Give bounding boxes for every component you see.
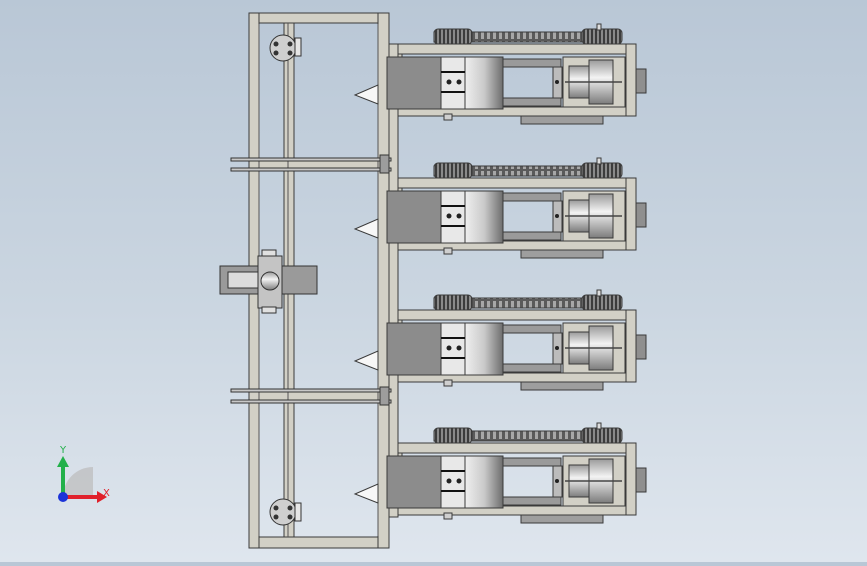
cross-shaft-upper xyxy=(230,154,392,174)
unit-end-bar xyxy=(625,43,637,117)
row-unit-2 xyxy=(353,157,647,259)
sprocket-right xyxy=(581,427,623,444)
shank-plate xyxy=(520,115,604,125)
x-axis-label: X xyxy=(103,488,110,499)
z-axis-dot xyxy=(58,492,68,502)
sprocket-left xyxy=(433,427,473,444)
opener-tine xyxy=(353,483,379,504)
unit-end-bar xyxy=(625,309,637,383)
unit-top-bar xyxy=(397,309,637,321)
side-bolt xyxy=(635,467,647,493)
y-axis-label: Y xyxy=(59,445,67,456)
opener-tine xyxy=(353,84,379,105)
arm-lower xyxy=(502,363,562,373)
sprocket-right xyxy=(581,162,623,179)
side-bolt xyxy=(635,68,647,94)
arm-lower xyxy=(502,496,562,506)
seed-box xyxy=(386,455,443,509)
row-units xyxy=(353,23,647,524)
mount-plate-top xyxy=(269,34,302,62)
shank-plate xyxy=(520,249,604,259)
hitch-bracket xyxy=(219,249,318,314)
arm-lower xyxy=(502,97,562,107)
mount-plate-bottom xyxy=(269,498,302,526)
arm-upper xyxy=(502,192,562,202)
arm-upper xyxy=(502,58,562,68)
unit-top-bar xyxy=(397,43,637,55)
row-unit-1 xyxy=(353,23,647,125)
unit-top-bar xyxy=(397,177,637,189)
row-unit-3 xyxy=(353,289,647,391)
unit-end-bar xyxy=(625,442,637,516)
seed-box xyxy=(386,56,443,110)
side-bolt xyxy=(635,334,647,360)
sprocket-left xyxy=(433,294,473,311)
shank-plate xyxy=(520,381,604,391)
side-bolt xyxy=(635,202,647,228)
arm-upper xyxy=(502,324,562,334)
opener-tine xyxy=(353,218,379,239)
seed-box xyxy=(386,322,443,376)
cross-shaft-lower xyxy=(230,386,392,406)
opener-tine xyxy=(353,350,379,371)
sprocket-left xyxy=(433,28,473,45)
row-unit-4 xyxy=(353,422,647,524)
seed-box xyxy=(386,190,443,244)
sprocket-left xyxy=(433,162,473,179)
coordinate-triad: X Y xyxy=(57,445,110,503)
unit-top-bar xyxy=(397,442,637,454)
arm-upper xyxy=(502,457,562,467)
arm-lower xyxy=(502,231,562,241)
unit-end-bar xyxy=(625,177,637,251)
sprocket-right xyxy=(581,28,623,45)
shank-plate xyxy=(520,514,604,524)
sprocket-right xyxy=(581,294,623,311)
